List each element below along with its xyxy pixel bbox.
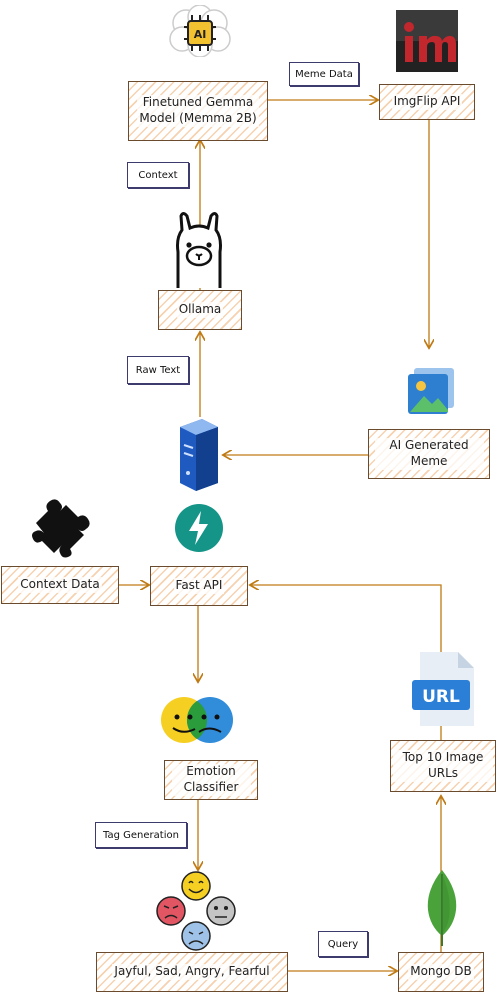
- url-icon-label: URL: [422, 687, 460, 707]
- node-ollama-label: Ollama: [176, 302, 224, 318]
- emotion-faces-icon: [161, 697, 233, 743]
- node-ai-meme-label: AI Generated Meme: [374, 438, 484, 470]
- node-gemma-model: Finetuned Gemma Model (Memma 2B): [128, 81, 268, 141]
- node-top10-label: Top 10 Image URLs: [393, 750, 493, 782]
- node-jayful-label: Jayful, Sad, Angry, Fearful: [112, 964, 272, 980]
- puzzle-piece-icon: [32, 499, 90, 558]
- node-imgflip-api: ImgFlip API: [379, 84, 475, 120]
- node-emotion-tags: Jayful, Sad, Angry, Fearful: [96, 952, 288, 992]
- node-imgflip-label: ImgFlip API: [391, 94, 463, 110]
- fastapi-logo-icon: [175, 504, 223, 552]
- url-document-icon: URL: [412, 652, 474, 726]
- ollama-llama-icon: [176, 212, 222, 288]
- imgflip-logo-icon: [396, 10, 458, 72]
- node-mongo-db: Mongo DB: [398, 952, 484, 992]
- node-context-data-label: Context Data: [18, 577, 102, 593]
- node-top10-image-urls: Top 10 Image URLs: [390, 740, 496, 792]
- node-mongo-label: Mongo DB: [408, 964, 474, 980]
- node-fast-api: Fast API: [150, 566, 248, 606]
- node-gemma-label: Finetuned Gemma Model (Memma 2B): [137, 95, 259, 127]
- ai-chip-label: AI: [194, 28, 207, 41]
- node-ollama: Ollama: [158, 290, 242, 330]
- node-ai-generated-meme: AI Generated Meme: [368, 429, 490, 479]
- edge-label-tag-generation: Tag Generation: [95, 822, 187, 848]
- image-gallery-icon: [408, 368, 454, 414]
- emotion-emoji-cluster-icon: [156, 871, 236, 951]
- edge-label-raw-text: Raw Text: [127, 356, 189, 384]
- edge-label-context: Context: [127, 162, 189, 188]
- node-emotion-label: Emotion Classifier: [171, 764, 251, 796]
- server-icon: [180, 419, 218, 491]
- ai-chip-icon: AI: [169, 5, 231, 57]
- node-emotion-classifier: Emotion Classifier: [164, 760, 258, 800]
- mongodb-leaf-icon: [427, 870, 457, 946]
- node-context-data: Context Data: [1, 566, 119, 604]
- edge-label-meme-data: Meme Data: [289, 62, 359, 86]
- node-fast-api-label: Fast API: [173, 578, 225, 594]
- edge-label-query: Query: [318, 931, 368, 957]
